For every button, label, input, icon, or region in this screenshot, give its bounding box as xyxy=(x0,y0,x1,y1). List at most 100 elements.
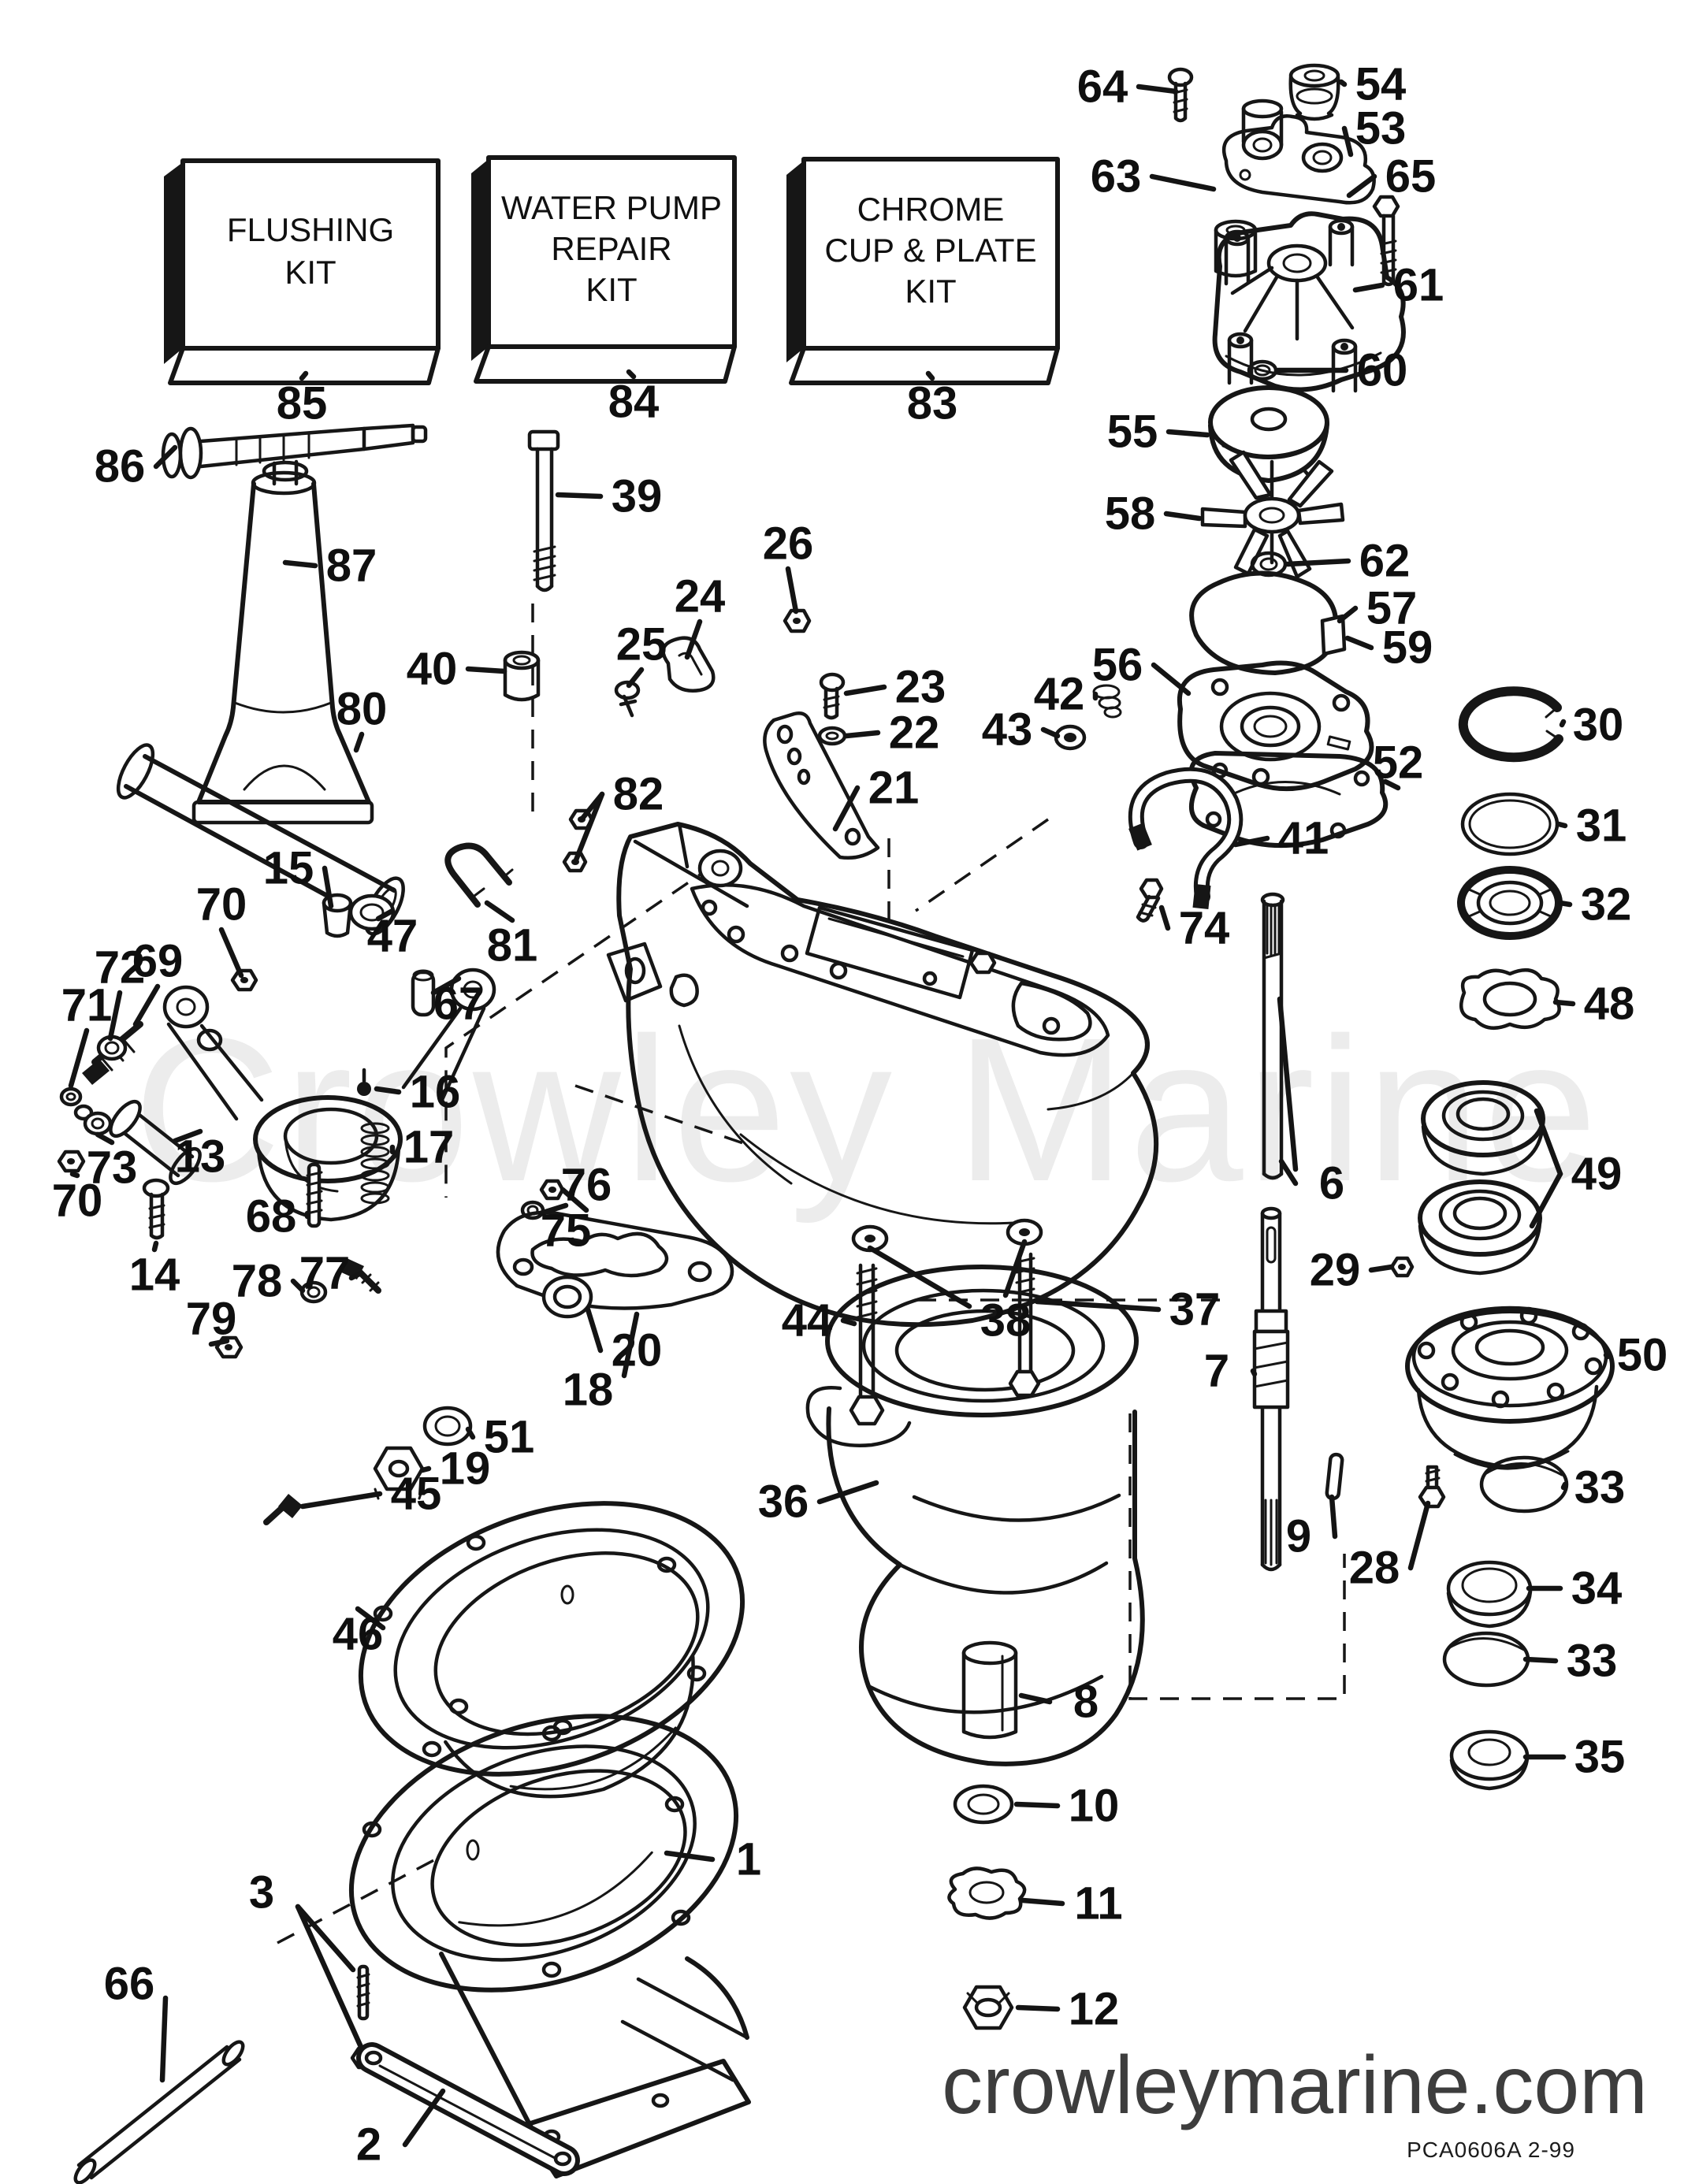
part-65-bolt xyxy=(1372,195,1400,287)
part-main-housing xyxy=(606,822,1159,1328)
part-18-anchor-plate xyxy=(496,1210,734,1310)
callout-leader-73 xyxy=(95,1131,115,1146)
callout-leader-23 xyxy=(843,684,887,696)
callout-leader-52 xyxy=(1382,778,1401,791)
callout-leader-2 xyxy=(402,2088,446,2148)
callout-number-28: 28 xyxy=(1349,1543,1400,1594)
callout-leader-25 xyxy=(626,667,645,689)
callout-number-50: 50 xyxy=(1617,1330,1668,1381)
callout-leader-37 xyxy=(1034,1298,1162,1313)
callout-number-70: 70 xyxy=(52,1176,103,1227)
part-20-grommet xyxy=(541,1275,593,1319)
part-33-o-ring-lower xyxy=(1442,1631,1530,1688)
callout-number-85: 85 xyxy=(277,378,328,429)
part-52-lower-plate xyxy=(1188,751,1389,849)
part-8-bushing xyxy=(961,1640,1018,1740)
part-31-o-ring xyxy=(1460,792,1560,856)
kit-box-water-pump-repair: WATER PUMP REPAIR KIT xyxy=(471,155,737,384)
callout-number-64: 64 xyxy=(1077,61,1128,113)
footer-site-text: crowleymarine.com xyxy=(942,2040,1648,2131)
part-16-steering-bracket xyxy=(162,968,496,1222)
callout-leader-48 xyxy=(1552,999,1576,1007)
callout-leader-72 xyxy=(107,990,123,1042)
part-42-speed-screw xyxy=(1092,684,1122,719)
callout-leader-3 xyxy=(295,1904,364,2050)
part-73-washer xyxy=(83,1111,113,1136)
callout-leader-58 xyxy=(1163,511,1203,522)
part-55-wear-cup xyxy=(1208,385,1329,485)
assembly-dashed-lines xyxy=(277,604,1346,1944)
callout-leader-12 xyxy=(1015,2004,1061,2012)
callout-number-15: 15 xyxy=(263,843,314,894)
part-45-screw xyxy=(263,1494,303,1525)
callout-leader-56 xyxy=(1151,662,1192,696)
callout-number-6: 6 xyxy=(1319,1158,1344,1209)
callout-leader-70 xyxy=(218,927,244,979)
callout-leader-20 xyxy=(585,1306,604,1354)
callout-number-38: 38 xyxy=(980,1295,1032,1346)
part-70-nut-upper xyxy=(230,968,258,992)
kit-flushing-line-1: FLUSHING xyxy=(227,211,394,248)
callout-leader-40 xyxy=(465,666,507,674)
callout-number-3: 3 xyxy=(249,1867,274,1918)
callout-leader-84 xyxy=(626,369,637,380)
callout-number-66: 66 xyxy=(104,1959,155,2010)
callout-leader-57 xyxy=(1337,605,1359,624)
callout-number-86: 86 xyxy=(95,441,146,492)
callout-number-24: 24 xyxy=(675,571,726,622)
callout-number-12: 12 xyxy=(1069,1984,1120,2035)
callout-number-21: 21 xyxy=(868,763,920,814)
callout-leader-38 xyxy=(867,1245,972,1309)
part-54-grommet xyxy=(1288,63,1340,121)
callout-leader-6 xyxy=(1277,996,1299,1172)
callout-number-73: 73 xyxy=(87,1142,138,1194)
callout-leader-50 xyxy=(1603,1352,1611,1360)
kit-box-chrome-cup-plate: CHROME CUP & PLATE KIT xyxy=(786,157,1060,385)
part-71-washers xyxy=(59,1086,94,1121)
callout-leader-31 xyxy=(1556,821,1568,829)
callout-number-80: 80 xyxy=(336,684,388,735)
kit-ccp-line-3: KIT xyxy=(905,273,956,310)
callout-leader-55 xyxy=(1166,429,1210,438)
kit-ccp-line-2: CUP & PLATE xyxy=(824,232,1036,269)
callout-leader-44 xyxy=(840,1317,857,1327)
callout-number-84: 84 xyxy=(608,377,660,428)
part-14-bolt xyxy=(142,1178,170,1240)
callout-leader-45 xyxy=(299,1491,383,1510)
part-58-pump-impeller xyxy=(1200,450,1345,579)
part-10-washer xyxy=(953,1784,1014,1825)
callout-leader-22 xyxy=(843,730,881,739)
callout-number-71: 71 xyxy=(61,980,113,1031)
kit-ccp-line-1: CHROME xyxy=(857,191,1005,228)
callout-number-36: 36 xyxy=(758,1476,809,1528)
callout-number-17: 17 xyxy=(403,1122,455,1173)
callout-leader-1 xyxy=(664,1850,716,1863)
callout-number-56: 56 xyxy=(1092,640,1143,691)
callout-number-26: 26 xyxy=(763,518,814,570)
callout-number-51: 51 xyxy=(484,1412,535,1463)
callout-number-46: 46 xyxy=(333,1609,384,1660)
kit-wpr-line-1: WATER PUMP xyxy=(501,189,722,226)
callout-leader-47 xyxy=(375,908,396,922)
part-25-screw xyxy=(614,680,641,718)
callout-leader-66 xyxy=(159,1995,169,2083)
callout-number-78: 78 xyxy=(232,1256,283,1307)
part-43-grommet xyxy=(1054,724,1087,751)
callout-leader-67 xyxy=(430,975,462,996)
callout-leader-41 xyxy=(1232,835,1270,848)
part-21-bracket xyxy=(763,711,880,860)
part-29-nut xyxy=(1389,1256,1415,1278)
callout-number-58: 58 xyxy=(1105,488,1156,540)
callout-leader-18 xyxy=(621,1311,640,1379)
watermark-text: Crowley Marine xyxy=(133,996,1600,1225)
callout-number-41: 41 xyxy=(1278,813,1329,864)
part-12-nut xyxy=(962,1985,1014,2030)
callout-number-16: 16 xyxy=(410,1067,461,1118)
callout-leader-83 xyxy=(925,370,935,381)
part-13-pin xyxy=(109,1099,202,1186)
kit-wpr-line-2: REPAIR xyxy=(551,230,671,267)
callout-number-2: 2 xyxy=(356,2119,381,2171)
callout-number-54: 54 xyxy=(1355,59,1407,110)
callout-leader-77 xyxy=(348,1270,364,1281)
